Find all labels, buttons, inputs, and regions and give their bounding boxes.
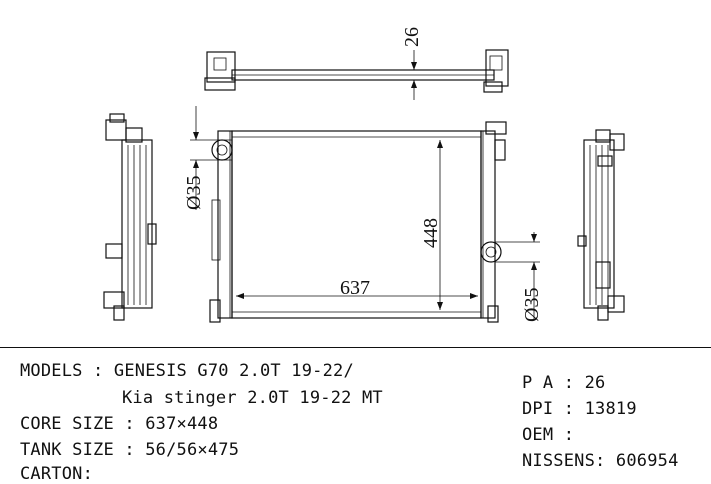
dpi-value: DPI : 13819 [522, 399, 637, 419]
models-line-1: MODELS : GENESIS G70 2.0T 19-22/ [20, 361, 354, 381]
right-side-view [577, 129, 625, 321]
radiator-technical-drawing: 26 [103, 27, 625, 323]
dim-outlet-diameter: Ø35 [521, 288, 543, 322]
dim-core-width: 637 [340, 277, 370, 299]
front-view [190, 106, 540, 323]
tank-size: TANK SIZE : 56/56×475 [20, 440, 240, 460]
pa-value: P A : 26 [522, 373, 606, 393]
oem-value: OEM : [522, 425, 575, 445]
left-side-view [103, 113, 157, 321]
top-view [204, 49, 509, 100]
models-line-2: Kia stinger 2.0T 19-22 MT [122, 388, 383, 408]
dim-core-height: 448 [420, 218, 442, 248]
specification-panel: MODELS : GENESIS G70 2.0T 19-22/ Kia sti… [0, 347, 711, 484]
core-size: CORE SIZE : 637×448 [20, 414, 219, 434]
carton: CARTON: [20, 464, 94, 484]
dim-tank-width: 26 [401, 27, 423, 47]
nissens-value: NISSENS: 606954 [522, 451, 679, 471]
dim-inlet-diameter: Ø35 [183, 176, 205, 210]
